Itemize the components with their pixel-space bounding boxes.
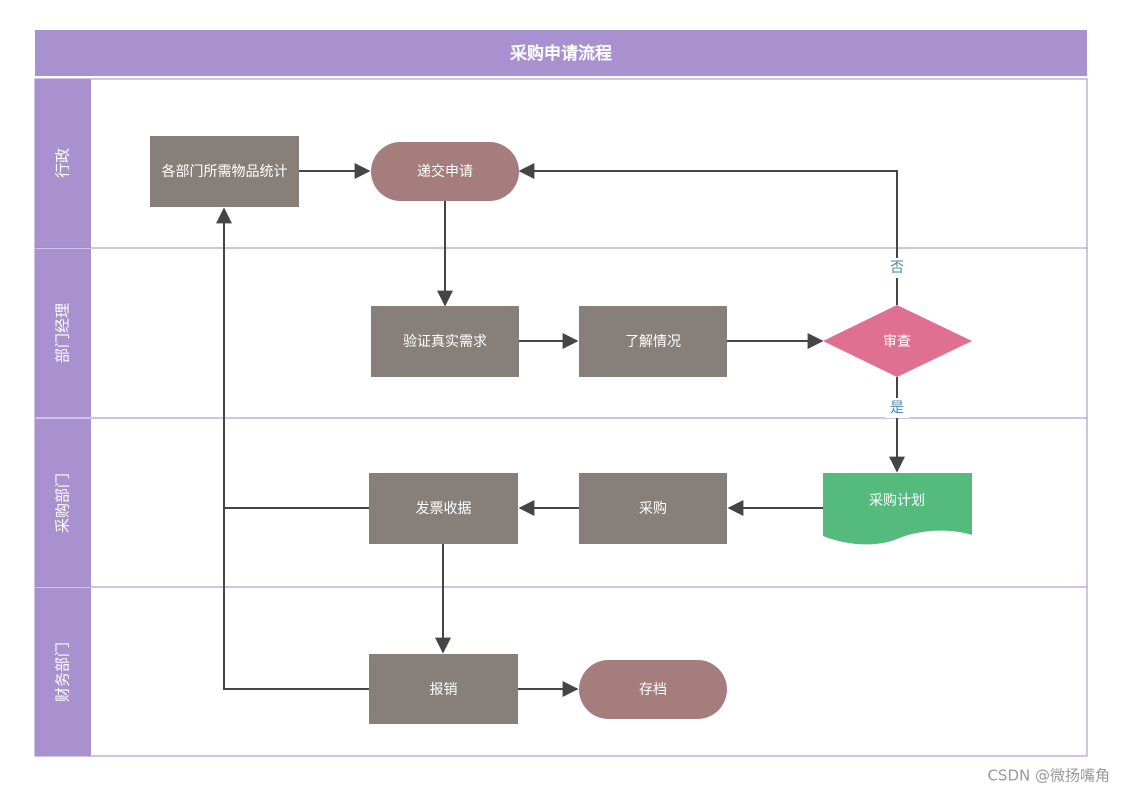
lane-caigou-bumen: 采购部门: [35, 419, 91, 587]
node-shencha[interactable]: 审查: [823, 305, 972, 377]
process-box: [579, 306, 727, 377]
lane-bumen-jingli: 部门经理: [35, 249, 91, 417]
node-label: 各部门所需物品统计: [162, 164, 288, 180]
node-label: 报销: [430, 682, 458, 698]
lane-caiwu-bumen: 财务部门: [35, 588, 91, 756]
diagram-title: 采购申请流程: [509, 43, 612, 64]
lane-xingzheng: 行政: [35, 79, 91, 248]
diagram-header: 采购申请流程: [35, 30, 1087, 76]
process-box: [369, 654, 518, 724]
decision-diamond: [823, 305, 972, 377]
lane-label-box: [35, 419, 91, 587]
process-box: [150, 136, 299, 207]
document-shape: [823, 473, 972, 545]
node-dijiao[interactable]: 递交申请: [371, 142, 519, 201]
node-cundang[interactable]: 存档: [579, 660, 727, 719]
lane-label: 财务部门: [54, 642, 72, 702]
lane-label-box: [35, 79, 91, 248]
lane-label-box: [35, 588, 91, 756]
node-baoxiao[interactable]: 报销: [369, 654, 518, 724]
node-fapiao[interactable]: 发票收据: [369, 473, 518, 544]
node-label: 采购: [639, 501, 667, 517]
node-liaojie[interactable]: 了解情况: [579, 306, 727, 377]
lane-label: 部门经理: [54, 303, 72, 363]
edge-label-bg: [885, 258, 909, 278]
node-jihua[interactable]: 采购计划: [823, 473, 972, 545]
node-label: 验证真实需求: [403, 334, 487, 350]
edge-label-bg: [885, 398, 909, 418]
edge-labels: 否 是: [885, 258, 909, 418]
node-label: 采购计划: [869, 493, 925, 509]
terminal-shape: [579, 660, 727, 719]
header-bar: [35, 30, 1087, 76]
process-box: [369, 473, 518, 544]
node-label: 存档: [639, 682, 667, 698]
watermark-text: CSDN @微扬嘴角: [987, 767, 1110, 785]
node-caigou[interactable]: 采购: [579, 473, 727, 544]
process-box: [371, 306, 519, 377]
node-yanzheng[interactable]: 验证真实需求: [371, 306, 519, 377]
nodes: 各部门所需物品统计 递交申请 验证真实需求 了解情况 审查 采购计划 采购: [150, 136, 972, 724]
lane-label: 采购部门: [54, 473, 72, 533]
node-label: 发票收据: [416, 501, 472, 517]
edge-label-yes: 是: [890, 400, 904, 416]
node-label: 了解情况: [625, 334, 681, 350]
node-tongji[interactable]: 各部门所需物品统计: [150, 136, 299, 207]
lane-label-box: [35, 249, 91, 417]
node-label: 审查: [883, 334, 911, 350]
edge-baoxiao-to-tongji: [223, 508, 369, 690]
lane-label: 行政: [54, 148, 72, 178]
edge-label-no: 否: [890, 260, 904, 276]
node-label: 递交申请: [417, 163, 473, 180]
terminal-shape: [371, 142, 519, 201]
process-box: [579, 473, 727, 544]
